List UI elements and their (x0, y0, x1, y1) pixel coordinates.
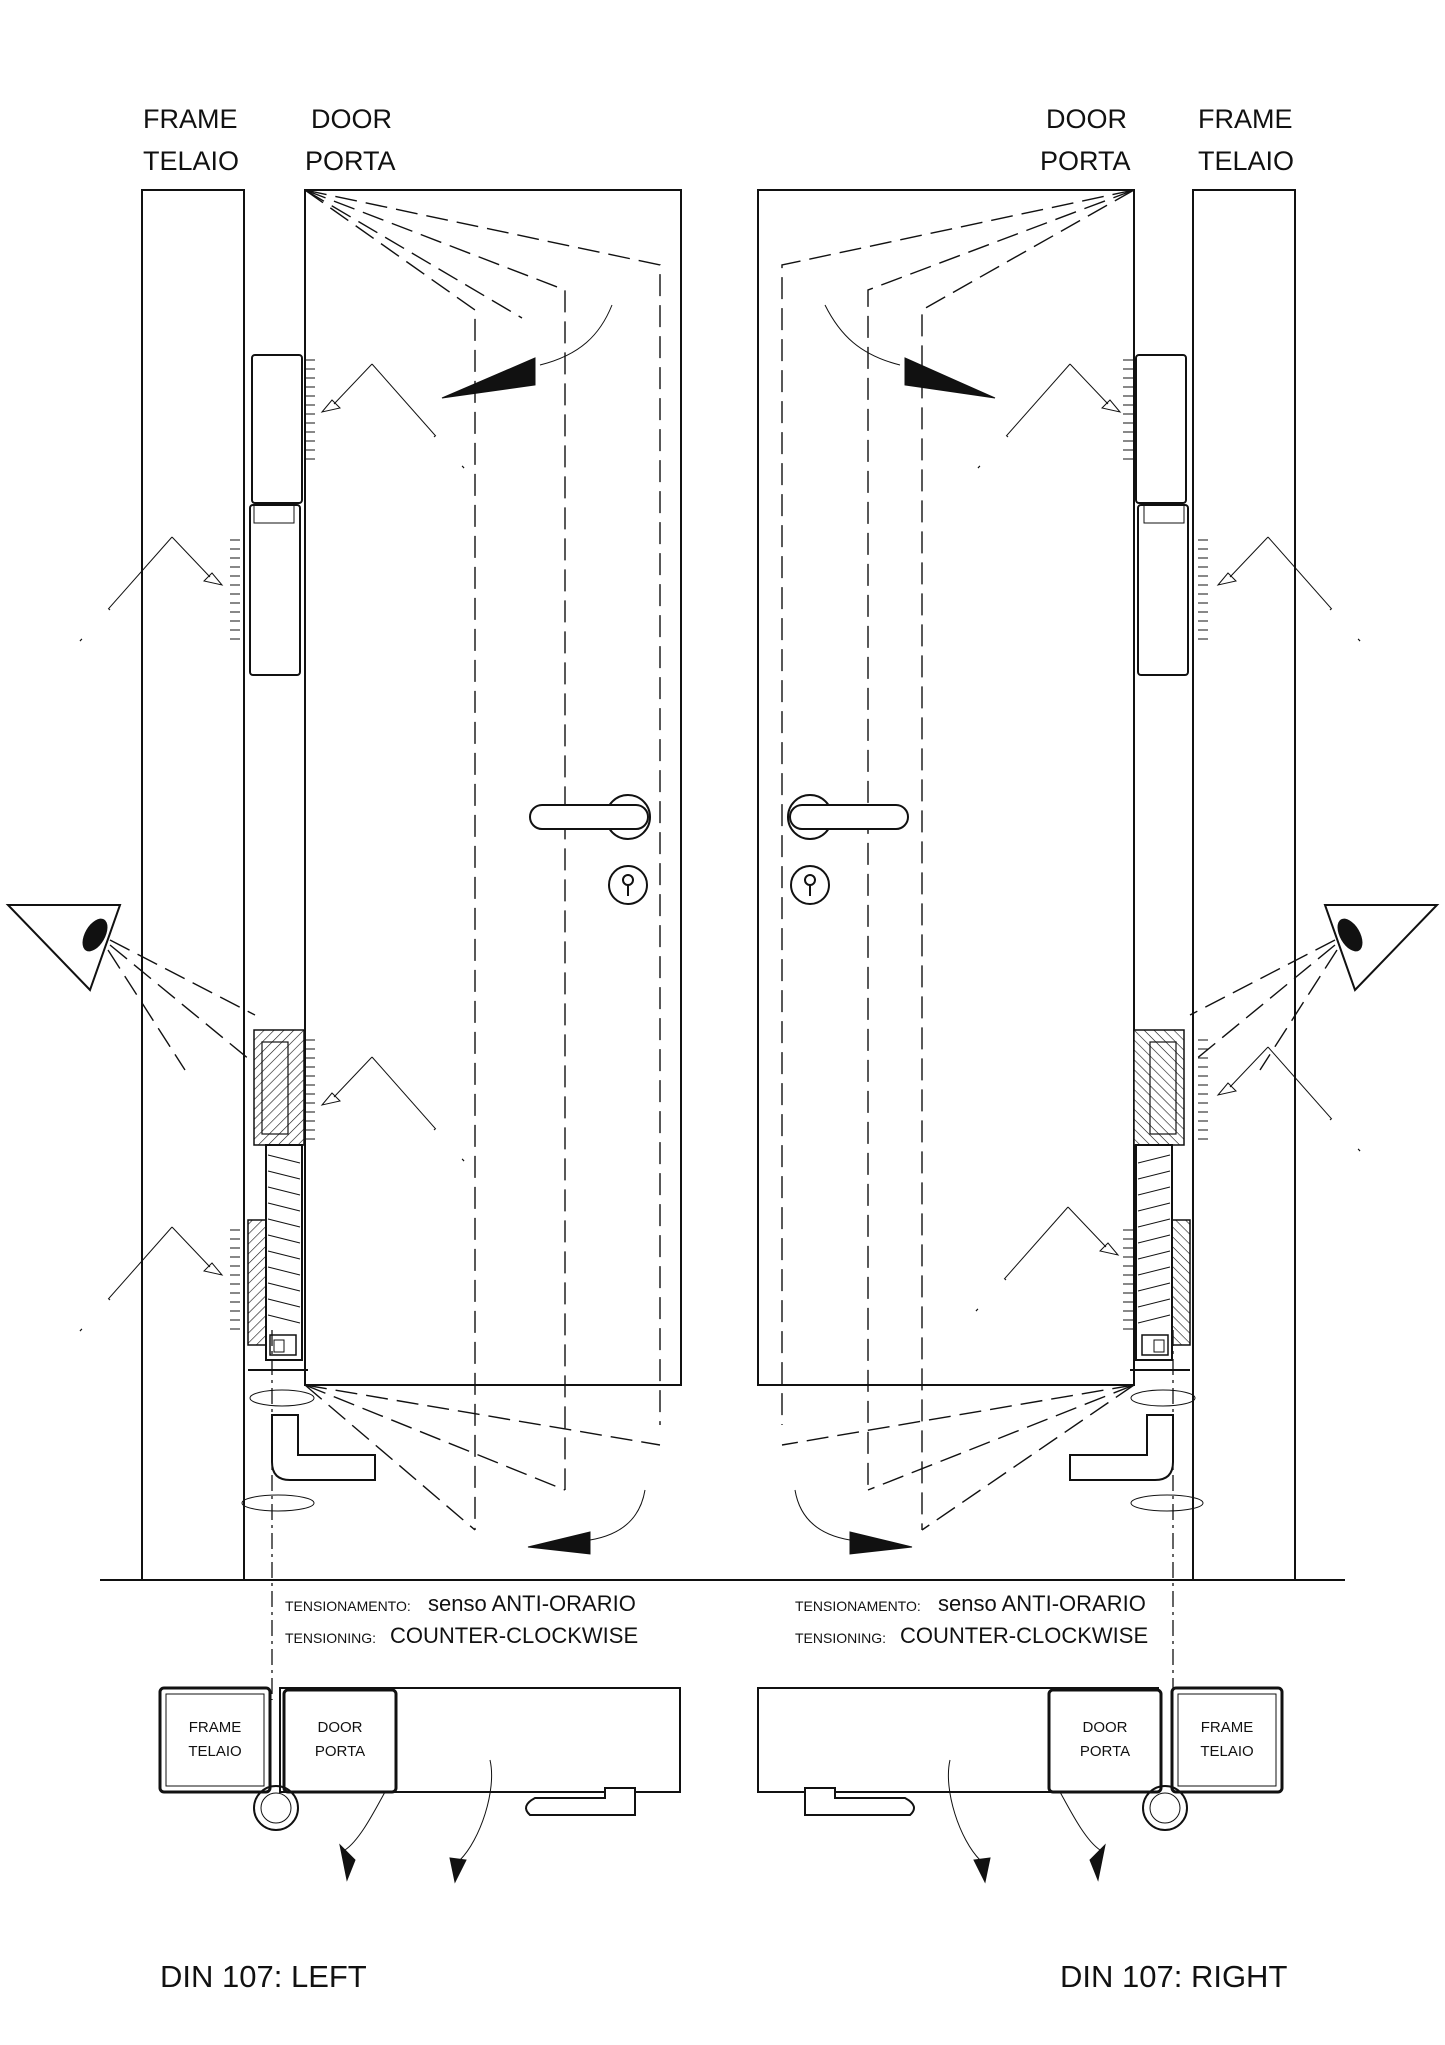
right-assembly: DOOR PORTA FRAME TELAIO (757, 104, 1440, 1700)
left-rotation-arrow-lower-icon (241, 1494, 315, 1512)
right-tension-it-value: senso ANTI-ORARIO (938, 1591, 1146, 1616)
left-plan-view: FRAME TELAIO DOOR PORTA (158, 1686, 681, 1884)
right-frame-label-it: TELAIO (1198, 146, 1294, 176)
right-door-handle-icon (787, 794, 909, 840)
right-door-label-en: DOOR (1046, 104, 1127, 134)
right-plan-door-it: PORTA (1080, 1743, 1130, 1760)
right-hex-key-icon (1069, 1414, 1174, 1481)
left-tension-en-value: COUNTER-CLOCKWISE (390, 1623, 638, 1648)
left-lower-hinge-section (247, 1029, 309, 1371)
left-frame (141, 189, 245, 1581)
right-plan-door-en: DOOR (1083, 1719, 1128, 1736)
right-door (757, 189, 1135, 1386)
right-upper-hinge (1122, 354, 1209, 676)
right-lower-hinge-section (1129, 1029, 1191, 1371)
left-plan-door-en: DOOR (318, 1719, 363, 1736)
left-frame-label-en: FRAME (143, 104, 238, 134)
left-frame-label-it: TELAIO (143, 146, 239, 176)
right-tensioning-notes: TENSIONAMENTO: senso ANTI-ORARIO TENSION… (795, 1591, 1148, 1648)
left-upper-hinge (229, 354, 316, 676)
left-lower-door-screwdriver-icon (322, 1057, 464, 1161)
left-door-label-en: DOOR (311, 104, 392, 134)
left-top-swing-arrow (441, 357, 536, 399)
left-upper-frame-screwdriver-icon (80, 537, 222, 641)
left-door-handle-icon (529, 794, 651, 840)
left-keyhole-icon (608, 865, 648, 905)
left-hex-key-icon (271, 1414, 376, 1481)
right-keyhole-icon (790, 865, 830, 905)
right-top-swing-arrow (904, 357, 996, 399)
right-lower-frame-screwdriver-icon (976, 1207, 1118, 1311)
left-plan-frame-en: FRAME (189, 1719, 242, 1736)
left-plan-door-it: PORTA (315, 1743, 365, 1760)
left-plan-handle-icon (525, 1787, 636, 1816)
left-tension-it-prefix: TENSIONAMENTO: (285, 1598, 411, 1614)
right-bottom-swing-arrow (849, 1531, 913, 1555)
left-door (304, 189, 682, 1386)
right-eye-icon (1189, 904, 1440, 1071)
left-upper-door-screwdriver-icon (322, 364, 464, 468)
right-frame (1192, 189, 1296, 1581)
right-rotation-arrow-upper-icon (1130, 1389, 1196, 1407)
right-tension-en-prefix: TENSIONING: (795, 1630, 886, 1646)
right-frame-label-en: FRAME (1198, 104, 1293, 134)
left-door-label-it: PORTA (305, 146, 396, 176)
left-lower-frame-screwdriver-icon (80, 1227, 222, 1331)
right-tension-it-prefix: TENSIONAMENTO: (795, 1598, 921, 1614)
left-bottom-swing-arrow (527, 1531, 591, 1555)
right-din-title: DIN 107: RIGHT (1060, 1959, 1287, 1994)
right-plan-frame-it: TELAIO (1200, 1743, 1253, 1760)
right-plan-frame-en: FRAME (1201, 1719, 1254, 1736)
right-plan-view: DOOR PORTA FRAME TELAIO (757, 1686, 1284, 1884)
right-door-label-it: PORTA (1040, 146, 1131, 176)
left-rotation-arrow-upper-icon (249, 1389, 315, 1407)
left-tension-en-prefix: TENSIONING: (285, 1630, 376, 1646)
right-rotation-arrow-lower-icon (1130, 1494, 1204, 1512)
right-plan-handle-icon (804, 1787, 915, 1816)
right-tension-en-value: COUNTER-CLOCKWISE (900, 1623, 1148, 1648)
left-plan-frame-it: TELAIO (188, 1743, 241, 1760)
right-upper-door-screwdriver-icon (978, 364, 1120, 468)
left-tensioning-notes: TENSIONAMENTO: senso ANTI-ORARIO TENSION… (285, 1591, 638, 1648)
left-assembly: FRAME TELAIO DOOR PORTA (5, 104, 682, 1700)
left-tension-it-value: senso ANTI-ORARIO (428, 1591, 636, 1616)
left-din-title: DIN 107: LEFT (160, 1959, 367, 1994)
right-lower-door-screwdriver-icon (1218, 1047, 1360, 1151)
right-upper-frame-screwdriver-icon (1218, 537, 1360, 641)
left-eye-icon (5, 904, 256, 1071)
